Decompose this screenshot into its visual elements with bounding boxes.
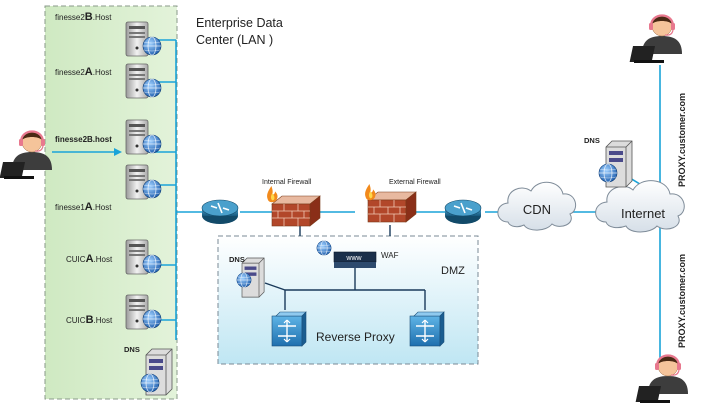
- dns-label-dmz: DNS: [229, 255, 245, 264]
- host-label: CUICB.Host: [66, 314, 113, 326]
- proxy-label-bottom: PROXY.customer.com: [677, 254, 687, 348]
- agent-bottom-right: [634, 354, 690, 405]
- reverse-proxy-label: Reverse Proxy: [316, 330, 395, 344]
- globe-icon: [142, 309, 162, 329]
- host-label: finesse1A.Host: [55, 201, 112, 213]
- globe-icon: [142, 134, 162, 154]
- dmz-links: [264, 225, 426, 310]
- agent-link: [52, 148, 122, 156]
- external-firewall: [365, 184, 417, 223]
- datacenter-title-line1: Enterprise Data: [196, 16, 283, 30]
- reverse-proxy-2: [409, 311, 445, 347]
- globe-icon: [142, 254, 162, 274]
- internet-label: Internet: [621, 206, 665, 221]
- hosts: finesse2B.Host finesse2A.Host finesse2B.ho…: [55, 11, 162, 330]
- dns-server-lan: [140, 348, 173, 396]
- globe-icon: [142, 179, 162, 199]
- internal-firewall: [267, 186, 321, 227]
- proxy-label-top: PROXY.customer.com: [677, 93, 687, 187]
- router-internal: [201, 199, 239, 225]
- dns-label-lan: DNS: [124, 345, 140, 354]
- waf-device: www: [316, 240, 377, 268]
- internet-cloud: Internet: [595, 180, 685, 233]
- globe-icon: [142, 36, 162, 56]
- internal-firewall-label: Internal Firewall: [262, 179, 312, 186]
- router-external: [444, 199, 482, 225]
- globe-icon: [142, 78, 162, 98]
- waf-label: WAF: [381, 251, 399, 260]
- lan-zone: [44, 5, 178, 400]
- agent-top-right: [628, 14, 684, 65]
- host-label: CUICA.Host: [66, 253, 113, 265]
- host-label: finesse2A.Host: [55, 66, 112, 78]
- host-label: finesse2B.Host: [55, 11, 112, 23]
- dmz-label: DMZ: [441, 265, 465, 277]
- agent-left: [0, 130, 54, 181]
- cdn-label: CDN: [523, 202, 551, 217]
- host-label: finesse2B.host: [55, 135, 112, 144]
- waf-www-text: www: [345, 255, 362, 262]
- datacenter-title-line2: Center (LAN ): [196, 33, 273, 47]
- dns-server-internet: [598, 140, 633, 188]
- external-firewall-label: External Firewall: [389, 179, 441, 186]
- cdn-cloud: CDN: [497, 181, 577, 231]
- dns-label-internet: DNS: [584, 136, 600, 145]
- reverse-proxy-1: [271, 311, 307, 347]
